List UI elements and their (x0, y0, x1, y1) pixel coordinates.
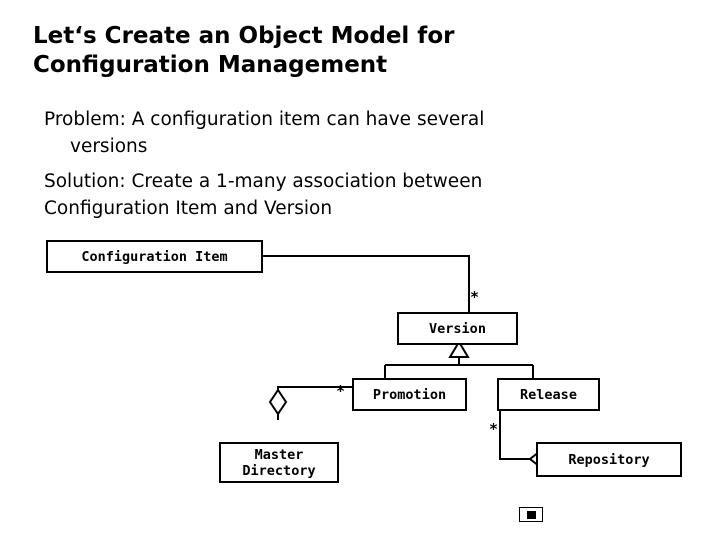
class-box-promotion[interactable]: Promotion (352, 378, 467, 411)
page-title: Let‘s Create an Object Model for Configu… (33, 22, 693, 80)
page-title-line2: Configuration Management (33, 52, 388, 78)
solution-statement-line1: Solution: Create a 1-many association be… (44, 171, 483, 192)
aggregation-diamond-masterdirectory (268, 388, 288, 416)
multiplicity-repository: * (489, 420, 499, 438)
class-label-promotion: Promotion (372, 386, 447, 403)
problem-statement-line2: versions (70, 136, 148, 157)
problem-statement-line1: Problem: A configuration item can have s… (44, 109, 485, 130)
uml-class-diagram: Configuration Item * Version Promotion R… (0, 230, 720, 540)
class-box-version[interactable]: Version (397, 312, 518, 345)
solution-statement-line2: Configuration Item and Version (44, 198, 333, 219)
class-box-repository[interactable]: Repository (536, 442, 682, 477)
class-label-master-directory-line1: Master (254, 446, 304, 463)
class-label-version: Version (429, 320, 486, 337)
presentation-marker-icon-glyph (527, 511, 536, 519)
class-label-master-directory-line2: Directory (242, 462, 316, 479)
class-label-release: Release (520, 386, 577, 403)
multiplicity-version: * (470, 288, 480, 306)
page-title-line1: Let‘s Create an Object Model for (33, 23, 455, 49)
solution-statement: Solution: Create a 1-many association be… (44, 168, 664, 222)
assoc-configitem-version (263, 255, 470, 312)
class-box-master-directory[interactable]: Master Directory (219, 442, 339, 483)
class-box-configuration-item[interactable]: Configuration Item (46, 240, 263, 273)
multiplicity-promotion: * (336, 382, 346, 400)
problem-statement: Problem: A configuration item can have s… (44, 106, 664, 160)
class-label-repository: Repository (568, 451, 650, 468)
aggregation-line-repository (499, 408, 536, 460)
presentation-marker-icon (519, 507, 543, 522)
class-label-configuration-item: Configuration Item (81, 248, 228, 265)
class-box-release[interactable]: Release (497, 378, 600, 411)
